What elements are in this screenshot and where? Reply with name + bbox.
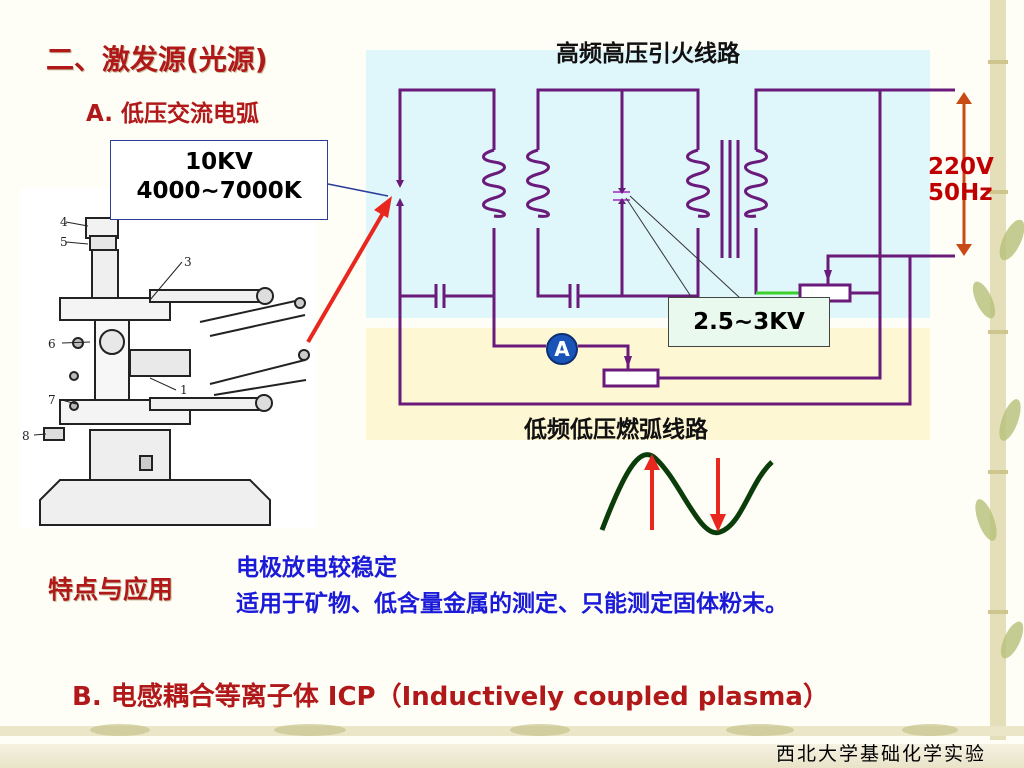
part-number-8: 8 [22, 429, 30, 443]
supply-frequency-value: 50Hz [928, 180, 993, 206]
high-frequency-panel [366, 50, 930, 318]
voltage-temperature-box: 10KV 4000~7000K [110, 140, 328, 220]
bamboo-decoration-right [972, 0, 1024, 740]
capacitor-icon [434, 284, 446, 308]
feature-stability: 电极放电较稳定 [236, 555, 397, 581]
bamboo-decoration-bottom [0, 724, 1024, 736]
part-number-1: 1 [180, 383, 188, 397]
part-number-5: 5 [60, 235, 68, 249]
voltage-box-pointer [327, 183, 389, 197]
arc-stand-apparatus [20, 188, 316, 528]
slide-title: 二、激发源(光源) [46, 43, 268, 76]
section-b-icp-heading: B. 电感耦合等离子体 ICP（Inductively coupled plas… [72, 682, 829, 712]
footer-institution: 西北大学基础化学实验 [775, 743, 986, 765]
supply-voltage-label: 220V 50Hz [928, 154, 994, 206]
inductor-coil-icon [482, 148, 506, 218]
transformer-primary-coil-icon [686, 148, 710, 218]
subtitle-low-voltage-arc: A. 低压交流电弧 [86, 101, 259, 127]
discharge-voltage-box: 2.5~3KV [668, 297, 830, 347]
part-number-7: 7 [48, 393, 56, 407]
part-number-3: 3 [184, 255, 192, 269]
part-number-4: 4 [60, 215, 68, 229]
capacitor-icon [568, 284, 580, 308]
features-heading: 特点与应用 [48, 575, 174, 604]
ammeter-icon: A [546, 333, 578, 365]
feature-application: 适用于矿物、低含量金属的测定、只能测定固体粉末。 [236, 591, 788, 617]
transformer-core-icon [720, 140, 740, 258]
spark-gap-icon [396, 180, 404, 206]
part-number-6: 6 [48, 337, 56, 351]
transformer-secondary-coil-icon [744, 148, 768, 218]
footer-bar [0, 744, 1024, 768]
variable-resistor-icon [602, 368, 660, 388]
voltage-value: 10KV [185, 149, 253, 175]
ac-sine-wave-icon [599, 452, 774, 536]
kv-pointer-lines [625, 195, 741, 299]
inductor-coil-icon [526, 148, 550, 218]
high-frequency-circuit-label: 高频高压引火线路 [556, 41, 740, 67]
temperature-range: 4000~7000K [136, 178, 302, 204]
apparatus-part-numbers: 4 5 3 6 1 7 8 [22, 215, 192, 443]
apparatus-to-circuit-arrow [306, 196, 392, 344]
supply-voltage-value: 220V [928, 154, 994, 180]
supply-voltage-arrow [956, 92, 972, 256]
low-frequency-circuit-label: 低频低压燃弧线路 [524, 417, 708, 443]
